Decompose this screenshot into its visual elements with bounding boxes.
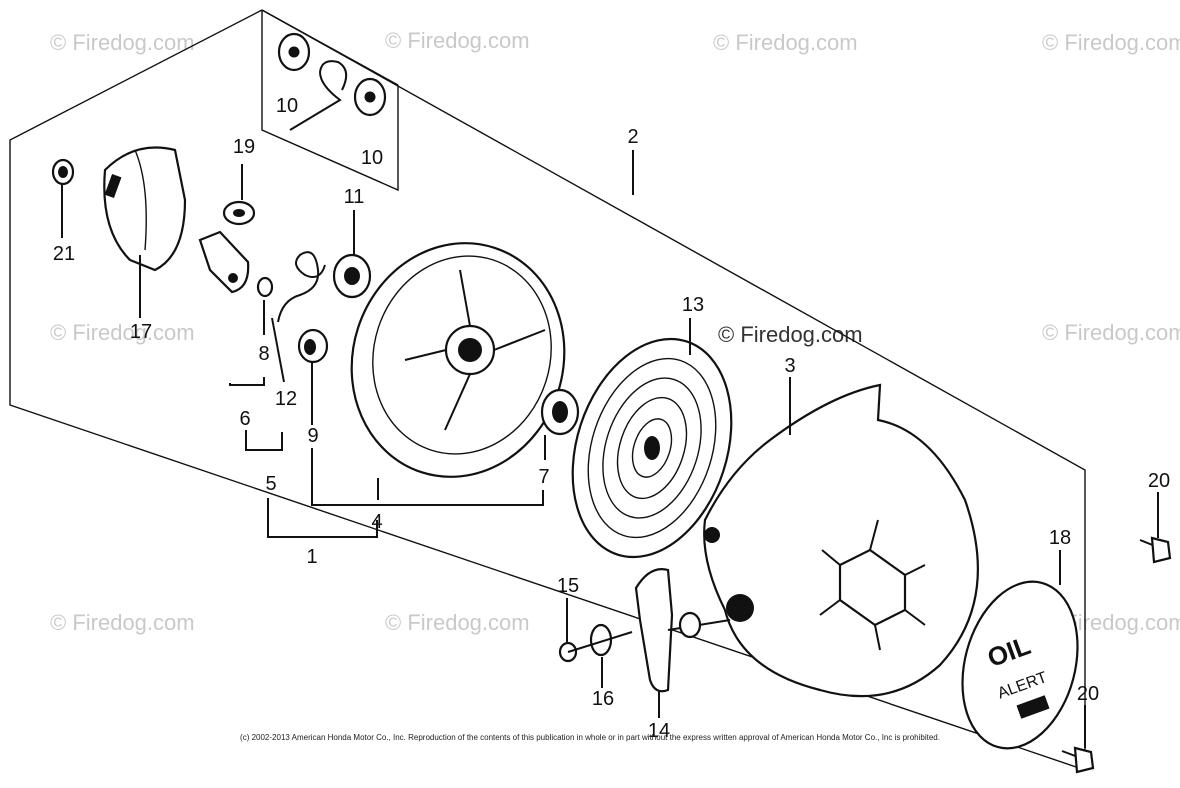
copyright-notice: (c) 2002-2013 American Honda Motor Co., …	[240, 733, 940, 742]
callout-labels: 21 17 19 10 10 11 8 12 6 9 5 4 1 7 2 13 …	[53, 95, 1170, 742]
callout-11: 11	[344, 186, 365, 208]
callout-13: 13	[682, 294, 704, 316]
watermark-text: © Firedog.com	[50, 30, 195, 55]
assembly-outline	[9, 9, 1086, 771]
cap-part-21	[51, 158, 75, 186]
handle-part-14	[634, 568, 731, 693]
callout-3: 3	[784, 355, 795, 377]
callout-21: 21	[53, 243, 75, 265]
cover-part-17	[103, 146, 187, 272]
callout-6: 6	[239, 408, 250, 430]
callout-9: 9	[307, 425, 318, 447]
collar-part-9	[297, 328, 329, 364]
watermark-text: © Firedog.com	[718, 322, 863, 347]
callout-17: 17	[130, 321, 152, 343]
watermark-text: © Firedog.com	[50, 610, 195, 635]
callout-2: 2	[627, 126, 638, 148]
callout-10a: 10	[276, 95, 298, 117]
callout-5: 5	[265, 473, 276, 495]
spring-coil-part-13	[571, 337, 733, 559]
stopper-part-16	[558, 623, 633, 663]
leader-lines	[61, 150, 1159, 748]
watermark-text: © Firedog.com	[1042, 30, 1180, 55]
callout-15: 15	[557, 575, 579, 597]
watermark-text: © Firedog.com	[713, 30, 858, 55]
callout-18: 18	[1049, 527, 1071, 549]
callout-20a: 20	[1148, 470, 1170, 492]
callout-1: 1	[306, 546, 317, 568]
callout-20b: 20	[1077, 683, 1099, 705]
oil-alert-badge-part-18: OIL ALERT	[961, 580, 1079, 750]
callout-4: 4	[371, 511, 382, 533]
seal-part-10	[277, 32, 387, 131]
callout-10b: 10	[361, 147, 383, 169]
spring-part-12	[277, 251, 326, 323]
pawl-part-6	[198, 230, 274, 298]
housing-part-3	[703, 383, 979, 698]
watermark-text: © Firedog.com	[1042, 320, 1180, 345]
callout-12: 12	[275, 388, 297, 410]
nut-part-19	[222, 200, 256, 226]
bushing-part-7	[540, 388, 580, 436]
bolt-part-20	[1061, 536, 1172, 774]
watermark-text: © Firedog.com	[50, 320, 195, 345]
watermark-text: © Firedog.com	[385, 28, 530, 53]
callout-19: 19	[233, 136, 255, 158]
watermark-text: © Firedog.com	[385, 610, 530, 635]
callout-16: 16	[592, 688, 614, 710]
callout-8: 8	[258, 343, 269, 365]
callout-14: 14	[648, 720, 670, 742]
washer-part-11	[332, 253, 372, 299]
callout-7: 7	[538, 466, 549, 488]
